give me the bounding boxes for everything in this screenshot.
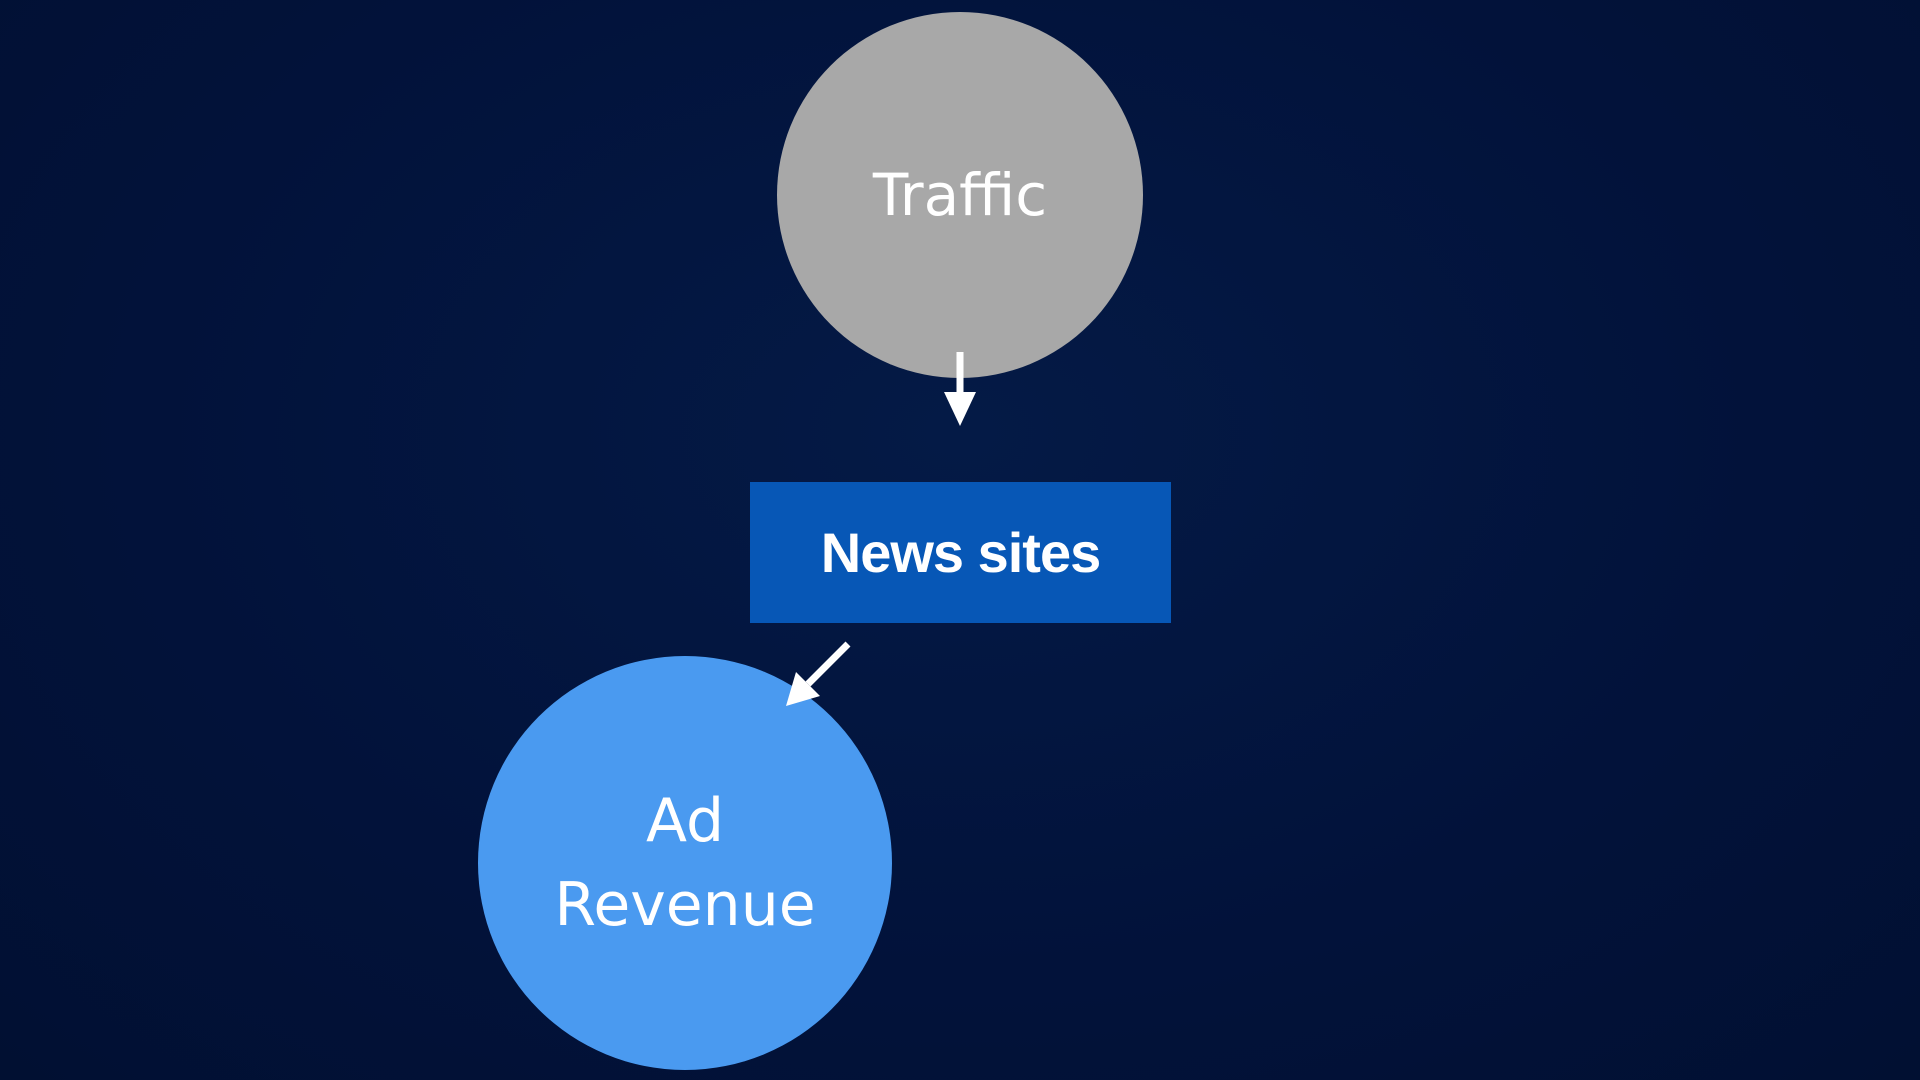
ad-revenue-node: Ad Revenue xyxy=(478,656,892,1070)
news-sites-node: News sites xyxy=(750,482,1171,623)
arrow-shaft xyxy=(805,641,851,687)
ad-revenue-label: Ad Revenue xyxy=(554,786,816,940)
traffic-node: Traffic xyxy=(777,12,1143,378)
arrow-head-icon xyxy=(944,392,976,426)
traffic-label: Traffic xyxy=(872,161,1048,229)
news-sites-label: News sites xyxy=(820,521,1101,584)
